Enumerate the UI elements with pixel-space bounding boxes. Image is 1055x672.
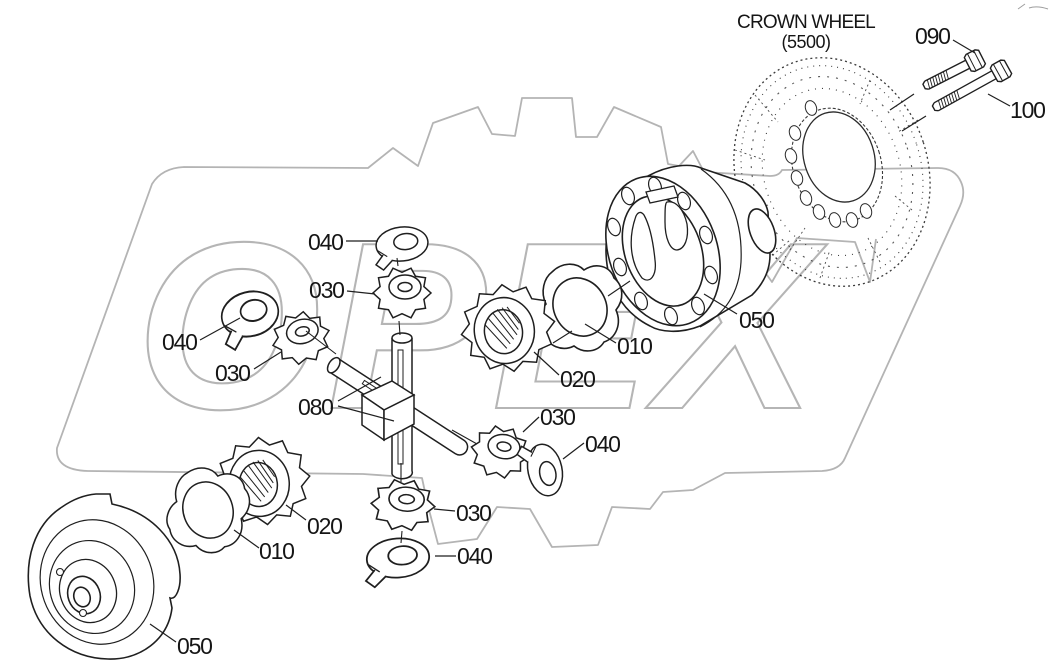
pinion-030-bottom-drawing <box>369 477 437 533</box>
callout-gear-020-lower: 020 <box>307 513 343 539</box>
case-flange-holes <box>606 176 719 326</box>
crown-wheel-note: CROWN WHEEL (5500) <box>733 13 879 52</box>
callout-washer-040-left: 040 <box>162 329 198 355</box>
diff-case-upper-drawing <box>605 164 777 333</box>
callout-washer-040-bottom: 040 <box>457 543 493 569</box>
callout-pinion-030-top: 030 <box>309 277 345 303</box>
background-gear-outline <box>56 97 965 548</box>
callout-bolt-090: 090 <box>915 23 951 49</box>
callout-spider-080: 080 <box>298 394 334 420</box>
callout-washer-010-upper: 010 <box>617 333 653 359</box>
thrust-washer-010-upper-drawing <box>538 263 623 352</box>
corner-mark <box>1017 3 1049 10</box>
callout-pinion-030-right: 030 <box>540 404 576 430</box>
bolt-100-drawing <box>931 59 1013 112</box>
callout-bolt-100: 100 <box>1010 97 1046 123</box>
callout-pinion-030-bottom: 030 <box>456 500 492 526</box>
assembly-axis-lines <box>305 257 631 544</box>
spider-shaft-drawing <box>326 332 469 480</box>
callout-case-050-lower: 050 <box>177 633 213 659</box>
crown-wheel-bolt-holes <box>784 100 873 228</box>
callout-gear-020-upper: 020 <box>560 366 596 392</box>
leader-lines <box>149 39 1011 643</box>
callout-case-050-upper: 050 <box>739 307 775 333</box>
washer-040-bottom-drawing <box>362 535 432 589</box>
callout-washer-040-right: 040 <box>585 431 621 457</box>
callout-washer-040-top: 040 <box>308 229 344 255</box>
callout-washer-010-lower: 010 <box>259 538 295 564</box>
diff-case-lower-drawing <box>27 493 181 660</box>
callout-pinion-030-left: 030 <box>215 360 251 386</box>
crown-wheel-drawing <box>733 57 931 287</box>
crown-wheel-subtitle: (5500) <box>781 31 831 52</box>
crown-wheel-title: CROWN WHEEL <box>737 12 876 33</box>
bolt-090-drawing <box>922 49 987 90</box>
